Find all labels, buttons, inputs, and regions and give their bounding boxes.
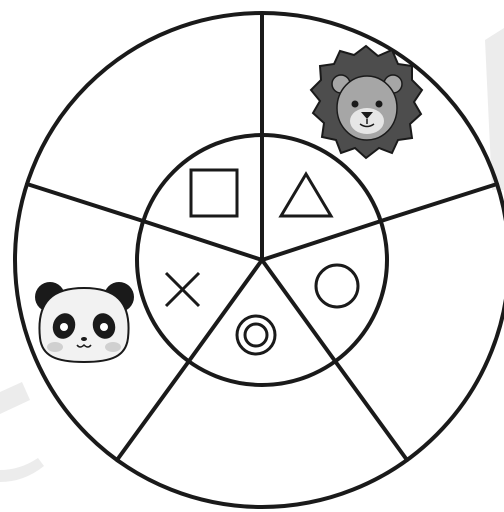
lion-eye-left [352,101,359,108]
panda-icon [35,282,134,362]
lion-eye-right [376,101,383,108]
panda-eye-right [100,323,108,331]
panda-cheek-right [105,342,121,352]
panda-cheek-left [47,342,63,352]
divider-bottom-right [335,361,407,460]
divider-left [27,184,143,221]
panda-eye-left [60,323,68,331]
divider-bottom-left [117,361,189,460]
panda-nose [81,337,87,341]
lion-icon [311,46,422,158]
divider-right [381,184,497,221]
